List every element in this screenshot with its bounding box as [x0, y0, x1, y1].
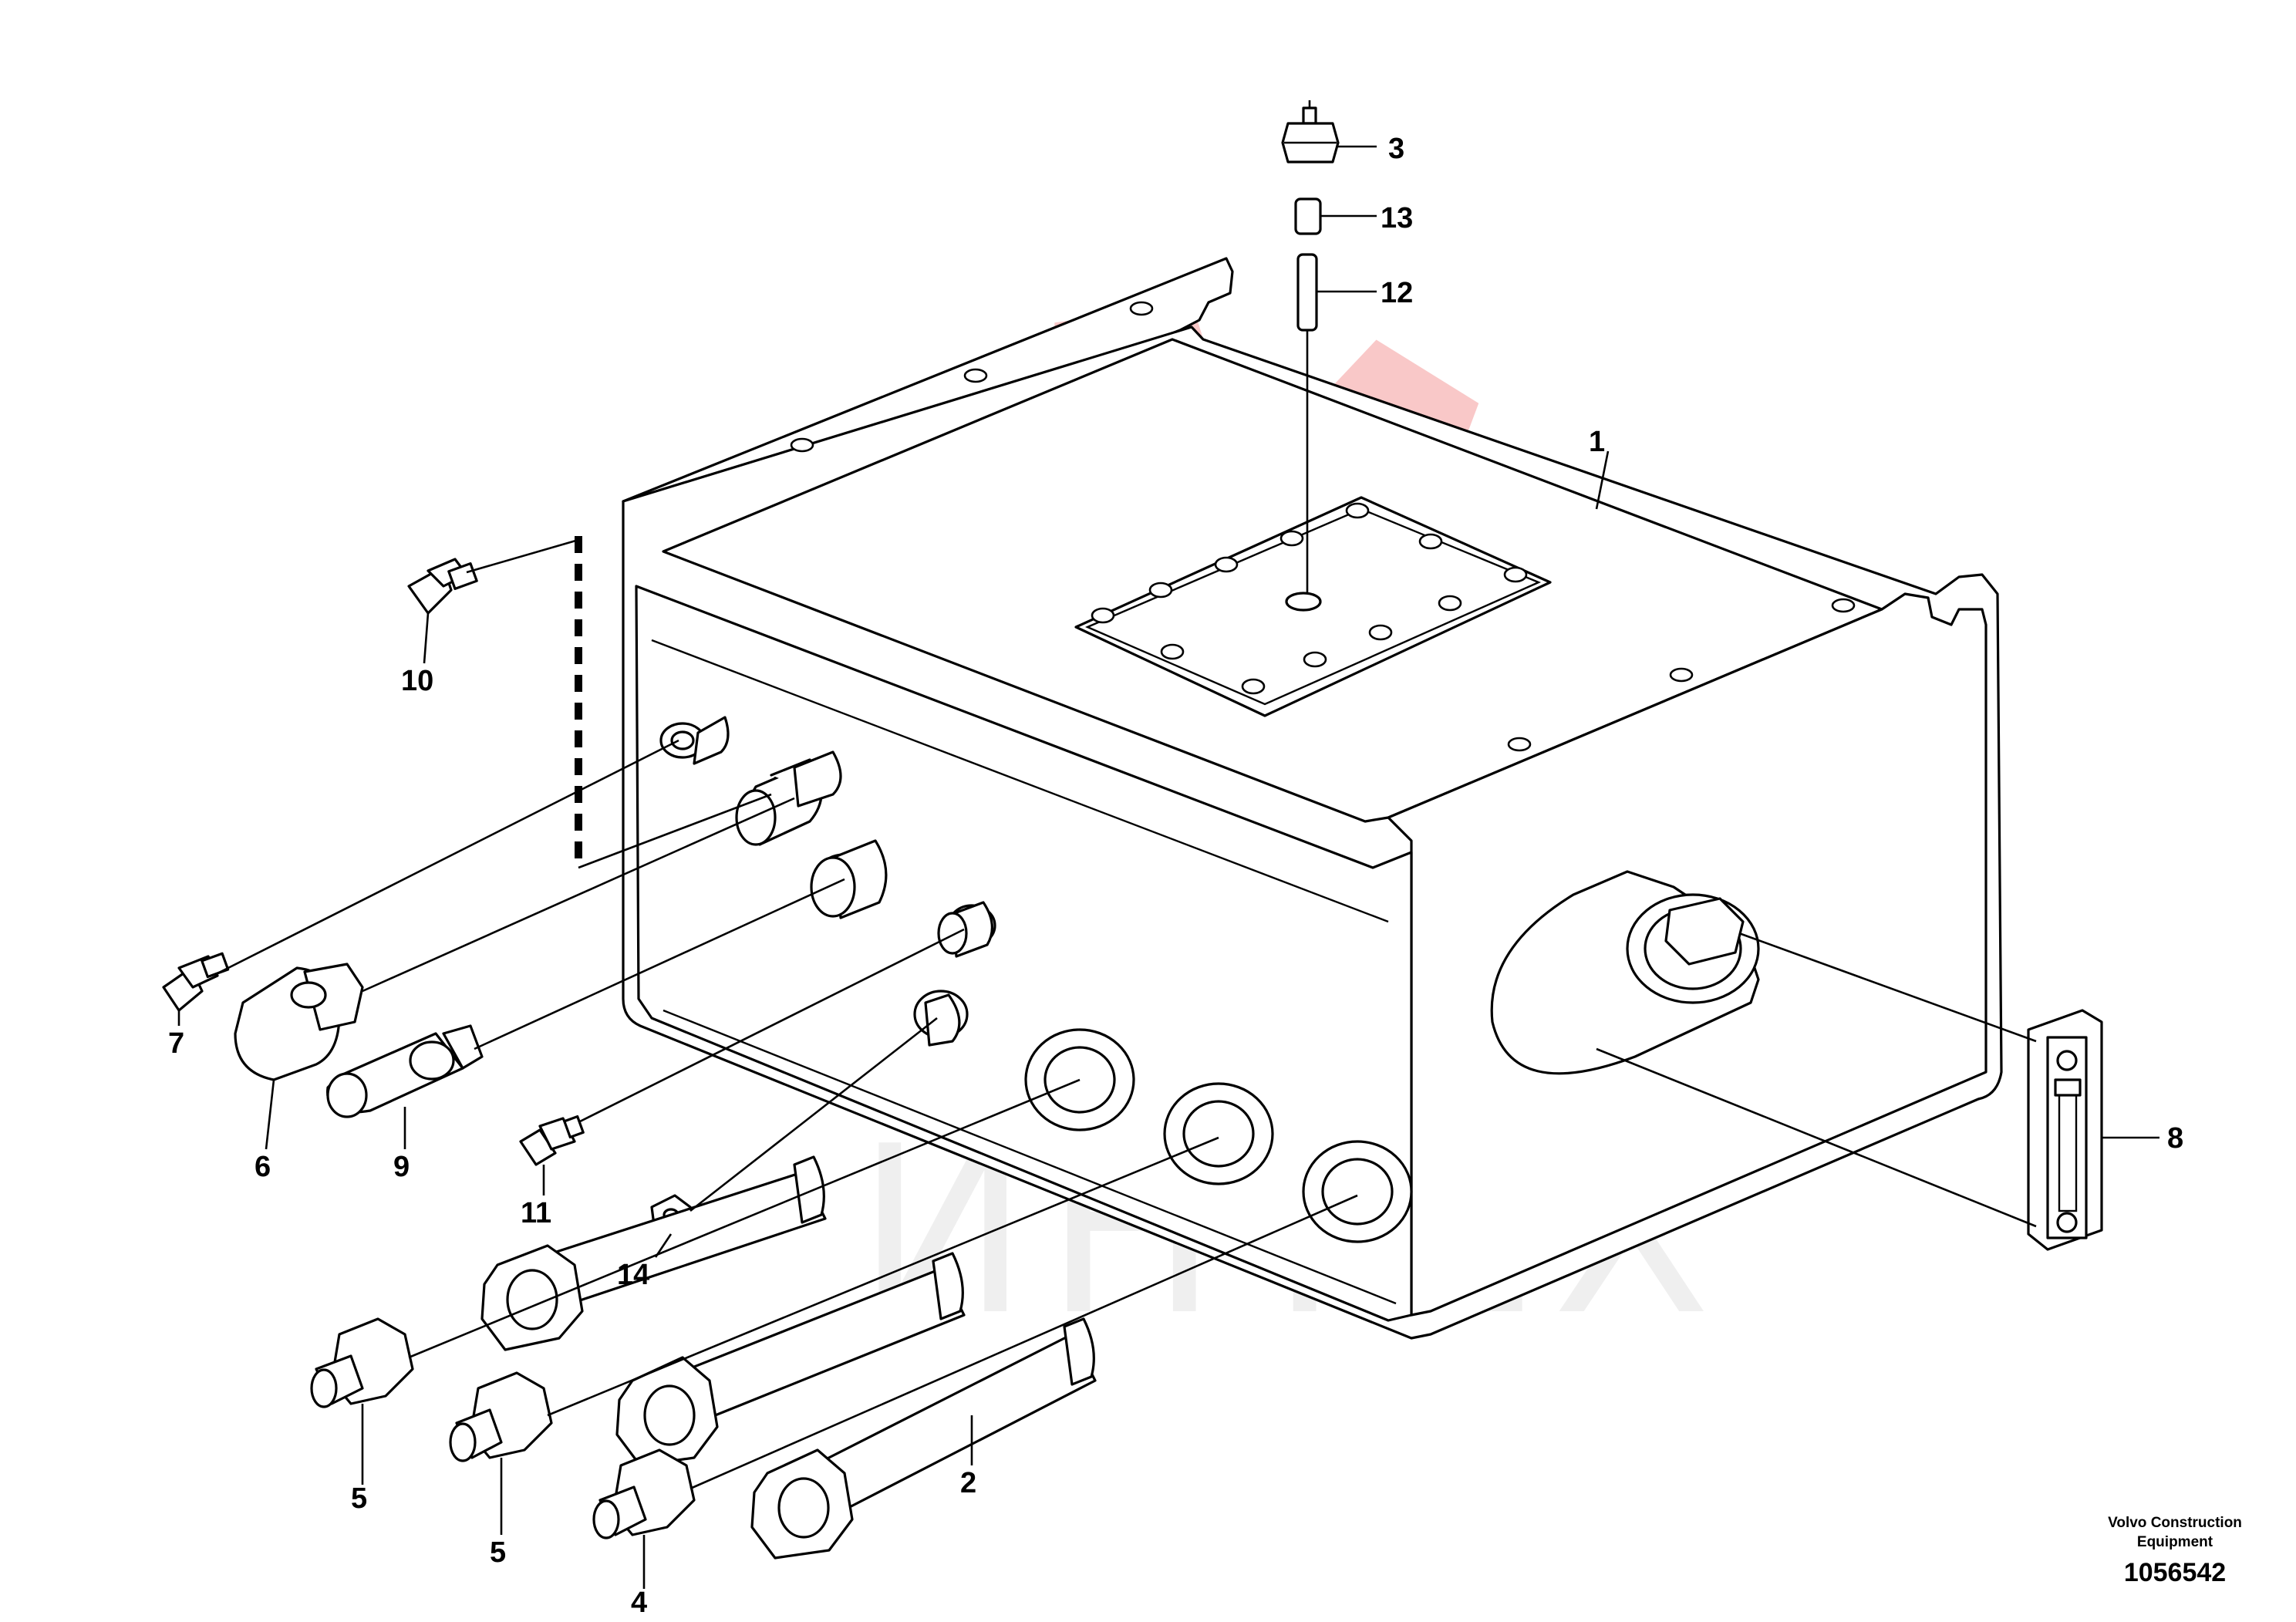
document-number: 1056542 [2124, 1558, 2226, 1587]
part-5-adapter-a [310, 1317, 414, 1408]
cover-port [1285, 592, 1322, 612]
part-7-grease-fitting [162, 952, 230, 1012]
callout-6: 6 [255, 1151, 271, 1183]
callout-11: 11 [521, 1197, 551, 1229]
part-12-tube [1296, 253, 1318, 332]
callout-9: 9 [393, 1151, 410, 1183]
credit-line-1: Volvo Construction [2108, 1515, 2242, 1531]
callout-2: 2 [960, 1467, 976, 1499]
callout-1: 1 [1589, 426, 1605, 458]
part-3-plug [1281, 106, 1340, 164]
callout-14: 14 [617, 1259, 649, 1291]
port-bushings [693, 716, 993, 1047]
callout-8: 8 [2167, 1122, 2183, 1155]
credit-line-2: Equipment [2137, 1534, 2213, 1550]
callout-4: 4 [631, 1587, 647, 1619]
part-13-spacer [1294, 197, 1322, 235]
filler-cap-plug [1664, 897, 1745, 966]
callout-13: 13 [1381, 202, 1413, 234]
part-5-adapter-b [449, 1371, 553, 1462]
callout-10: 10 [401, 665, 433, 697]
part-4-adapter [592, 1448, 696, 1539]
callout-7: 7 [168, 1027, 184, 1060]
callout-5b: 5 [490, 1536, 506, 1569]
part-8-sight-glass [2027, 1009, 2103, 1251]
part-9-union [326, 1024, 484, 1118]
flange-holes [790, 301, 1856, 752]
callout-5a: 5 [351, 1482, 367, 1515]
hydraulic-tank [622, 257, 2003, 1340]
cover-bolts [1091, 502, 1528, 695]
part-2-tubes [480, 1155, 1097, 1560]
leader-lines [177, 100, 2159, 1589]
callout-12: 12 [1381, 277, 1413, 309]
callout-3: 3 [1388, 133, 1404, 165]
part-10-grease-fitting [407, 558, 478, 615]
part-11-adapter [519, 1114, 585, 1166]
part-6-elbow [234, 963, 364, 1081]
